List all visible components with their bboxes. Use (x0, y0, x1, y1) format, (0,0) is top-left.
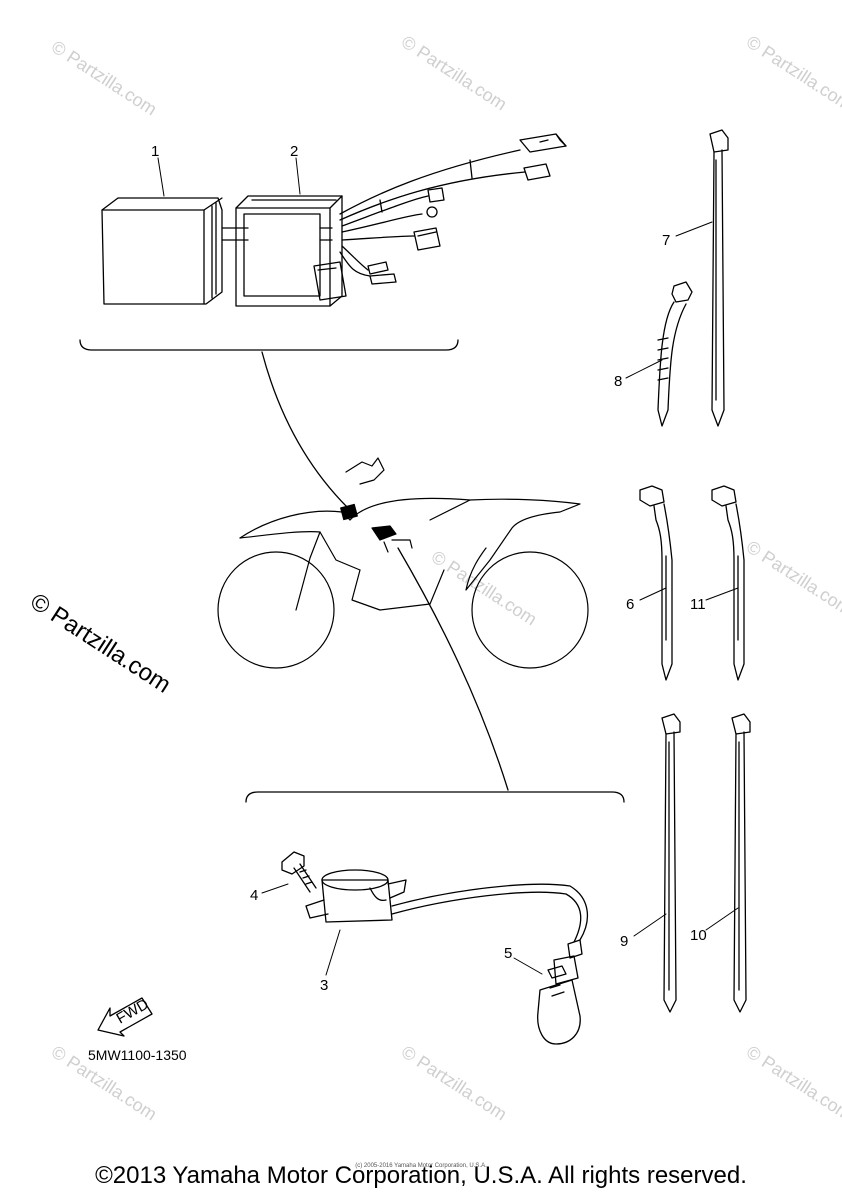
leader-line-upper (261, 351, 349, 509)
callout-11: 11 (690, 596, 706, 613)
callout-7: 7 (662, 232, 670, 249)
part-2-holder-with-leads (221, 133, 567, 307)
motorcycle-silhouette (217, 457, 589, 669)
watermark-text: © Partzilla.com (48, 37, 161, 120)
part-1-cdi-unit (101, 197, 223, 305)
callout-4: 4 (250, 887, 258, 904)
callout-1: 1 (151, 143, 159, 160)
part-3-ignition-coil (305, 869, 589, 943)
small-print: (c) 2005-2016 Yamaha Motor Corporation, … (355, 1163, 487, 1169)
watermark-text: © Partzilla.com (428, 547, 541, 630)
upper-group-bracket (79, 339, 459, 351)
part-11-cable-tie-clamp (711, 485, 745, 681)
callout-10: 10 (690, 927, 707, 944)
callout-8: 8 (614, 373, 622, 390)
lower-group-bracket (245, 791, 625, 803)
part-8-cable-tie-clamp (657, 281, 693, 427)
callout-9: 9 (620, 933, 628, 950)
watermark-text: © Partzilla.com (398, 1042, 511, 1125)
callout-leaders (157, 157, 739, 976)
copyright-notice: ©2013 Yamaha Motor Corporation, U.S.A. A… (95, 1162, 747, 1189)
callout-3: 3 (320, 977, 328, 994)
part-4-bolt (281, 851, 317, 893)
fwd-arrow-icon (97, 997, 153, 1037)
diagram-code: 5MW1100-1350 (88, 1047, 187, 1063)
part-7-cable-tie (709, 129, 729, 427)
part-9-cable-tie (661, 713, 681, 1013)
watermark-text: © Partzilla.com (398, 32, 511, 115)
callout-6: 6 (626, 596, 634, 613)
part-6-cable-tie-clamp (639, 485, 673, 681)
callout-numbers: 1 2 7 8 6 11 4 3 5 9 10 (151, 143, 707, 994)
watermark-text: © Partzilla.com (743, 537, 842, 620)
leader-line-lower (397, 547, 509, 791)
watermark-text: © Partzilla.com (743, 32, 842, 115)
fwd-label: FWD (114, 996, 152, 1028)
callout-5: 5 (504, 945, 512, 962)
part-5-spark-plug-cap (537, 939, 583, 1045)
callout-2: 2 (290, 143, 298, 160)
part-10-cable-tie (731, 713, 751, 1013)
watermark-text: © Partzilla.com (743, 1042, 842, 1125)
